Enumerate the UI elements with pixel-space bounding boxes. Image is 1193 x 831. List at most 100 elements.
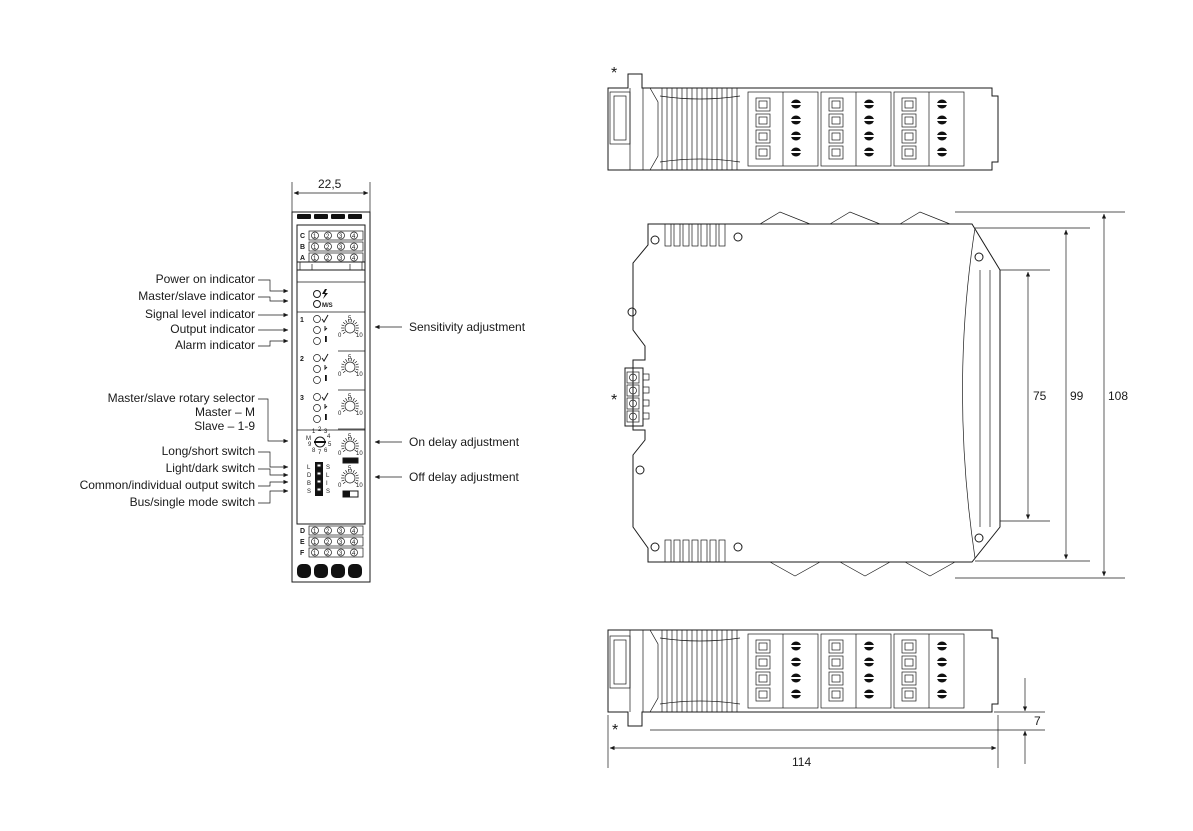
svg-text:S: S — [326, 465, 330, 471]
terminal-row-letter: A — [300, 255, 305, 262]
terminal-row-letter: F — [300, 550, 305, 557]
bottom-asterisk: * — [612, 722, 618, 739]
output-icon — [324, 404, 328, 410]
terminal-number: 3 — [339, 234, 343, 240]
callout-label: Power on indicator — [156, 272, 255, 286]
terminal-screw-icon — [337, 537, 345, 546]
master-slave-led-icon — [313, 300, 321, 308]
terminal-screw-icon — [324, 242, 332, 251]
terminal-number: 1 — [313, 540, 317, 546]
callout-label: Light/dark switch — [166, 461, 255, 475]
callout-label: Master – M — [195, 405, 255, 419]
channel-led-icon — [313, 393, 321, 401]
channel-led-icon — [313, 337, 321, 345]
dial-mid-label: 5 — [348, 434, 352, 440]
terminal-screw-icon — [311, 231, 319, 240]
svg-text:S: S — [307, 489, 311, 495]
terminal-screw-icon — [324, 231, 332, 240]
check-icon — [321, 353, 329, 362]
svg-text:D: D — [307, 473, 312, 479]
dial-max-label: 10 — [356, 411, 363, 417]
svg-text:S: S — [326, 489, 330, 495]
svg-text:7: 7 — [318, 450, 322, 456]
terminal-number: 1 — [313, 245, 317, 251]
screw-terminal-icon — [331, 214, 345, 219]
terminal-number: 1 — [313, 529, 317, 535]
terminal-number: 1 — [313, 256, 317, 262]
output-icon — [324, 326, 328, 332]
svg-text:I: I — [326, 481, 328, 487]
terminal-screw-icon — [311, 537, 319, 546]
dial-min-label: 0 — [338, 451, 342, 457]
callout-label: On delay adjustment — [409, 435, 520, 449]
channel-number: 1 — [300, 317, 304, 324]
terminal-screw-icon — [324, 548, 332, 557]
screw-terminal-icon — [348, 564, 362, 578]
callout-label: Alarm indicator — [175, 338, 255, 352]
bottom-screw-terminals — [297, 564, 362, 578]
ms-label: M/S — [322, 303, 333, 309]
dip-switch-block-icon — [315, 462, 323, 496]
callout-label: Master/slave rotary selector — [108, 391, 255, 405]
dim-75: 75 — [1033, 389, 1047, 403]
svg-text:1: 1 — [312, 429, 316, 435]
screw-terminal-icon — [297, 214, 311, 219]
terminal-number: 4 — [352, 540, 356, 546]
callout-label: Common/individual output switch — [80, 478, 255, 492]
terminal-screw-icon — [350, 253, 358, 262]
callout-label: Sensitivity adjustment — [409, 320, 526, 334]
output-icon — [324, 365, 328, 371]
dim-108: 108 — [1108, 389, 1128, 403]
bottom-view: * 7 114 — [607, 629, 1045, 769]
dim-99: 99 — [1070, 389, 1084, 403]
svg-text:B: B — [307, 481, 311, 487]
dial-max-label: 10 — [356, 333, 363, 339]
channel-led-icon — [313, 404, 321, 412]
alarm-icon — [325, 336, 327, 342]
terminal-number: 4 — [352, 529, 356, 535]
dial-mid-label: 5 — [348, 355, 352, 361]
check-icon — [321, 392, 329, 401]
dial-min-label: 0 — [338, 372, 342, 378]
dial-mid-label: 5 — [348, 316, 352, 322]
top-asterisk: * — [611, 65, 617, 82]
terminal-screw-icon — [324, 537, 332, 546]
terminal-number: 4 — [352, 234, 356, 240]
terminal-screw-icon — [337, 242, 345, 251]
channel-led-icon — [313, 315, 321, 323]
terminal-screw-icon — [324, 526, 332, 535]
channel-led-icon — [313, 354, 321, 362]
terminal-number: 1 — [313, 551, 317, 557]
side-view: * 75 99 108 — [611, 211, 1128, 579]
terminal-number: 2 — [326, 245, 330, 251]
alarm-icon — [325, 375, 327, 381]
terminal-number: 2 — [326, 234, 330, 240]
terminal-number: 3 — [339, 245, 343, 251]
callout-label: Bus/single mode switch — [130, 495, 255, 509]
terminal-screw-icon — [337, 231, 345, 240]
terminal-screw-icon — [311, 253, 319, 262]
terminal-screw-icon — [350, 548, 358, 557]
callout-label: Off delay adjustment — [409, 470, 520, 484]
terminal-screw-icon — [324, 253, 332, 262]
channel-led-icon — [313, 376, 321, 384]
channel-led-icon — [313, 365, 321, 373]
dial-min-label: 0 — [338, 411, 342, 417]
check-icon — [321, 314, 329, 323]
terminal-number: 2 — [326, 256, 330, 262]
terminal-screw-icon — [350, 242, 358, 251]
terminal-screw-icon — [350, 231, 358, 240]
svg-text:L: L — [326, 473, 330, 479]
screw-terminal-icon — [348, 214, 362, 219]
